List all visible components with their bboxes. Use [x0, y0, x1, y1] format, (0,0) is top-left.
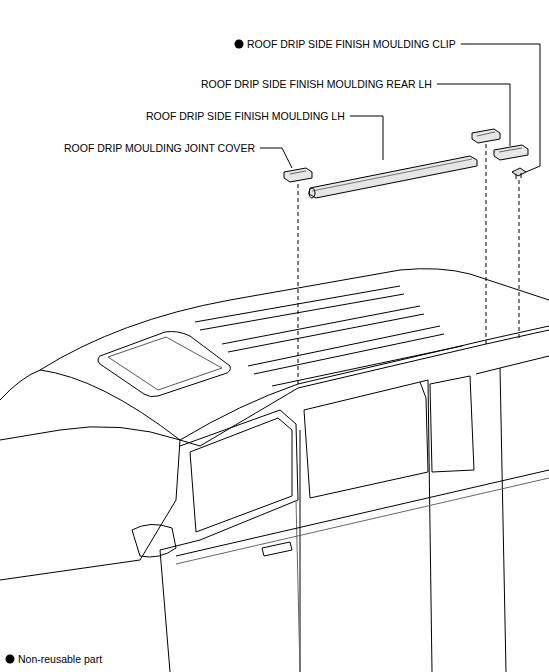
joint-cover-part: [284, 168, 312, 182]
part-label: ROOF DRIP SIDE FINISH MOULDING REAR LH: [200, 78, 433, 90]
non-reusable-bullet: [6, 655, 15, 664]
leader-line: [461, 44, 540, 172]
leader-line: [350, 116, 383, 160]
guide-lines: [298, 144, 519, 384]
leader-lines: [260, 44, 540, 172]
part-label: ROOF DRIP SIDE FINISH MOULDING LH: [145, 110, 346, 122]
moulding-lh-part: [309, 156, 477, 198]
legend-note: Non-reusable part: [17, 653, 103, 665]
vehicle-body: [0, 269, 549, 672]
clip-part: [512, 168, 526, 179]
part-label: ROOF DRIP MOULDING JOINT COVER: [63, 142, 256, 154]
leader-line: [260, 148, 292, 168]
moulding-rear-part: [494, 145, 528, 160]
non-reusable-bullet: [235, 40, 244, 49]
leader-line: [437, 84, 510, 146]
part-label: ROOF DRIP SIDE FINISH MOULDING CLIP: [246, 38, 457, 50]
joint-cover-rear-part: [472, 129, 500, 143]
